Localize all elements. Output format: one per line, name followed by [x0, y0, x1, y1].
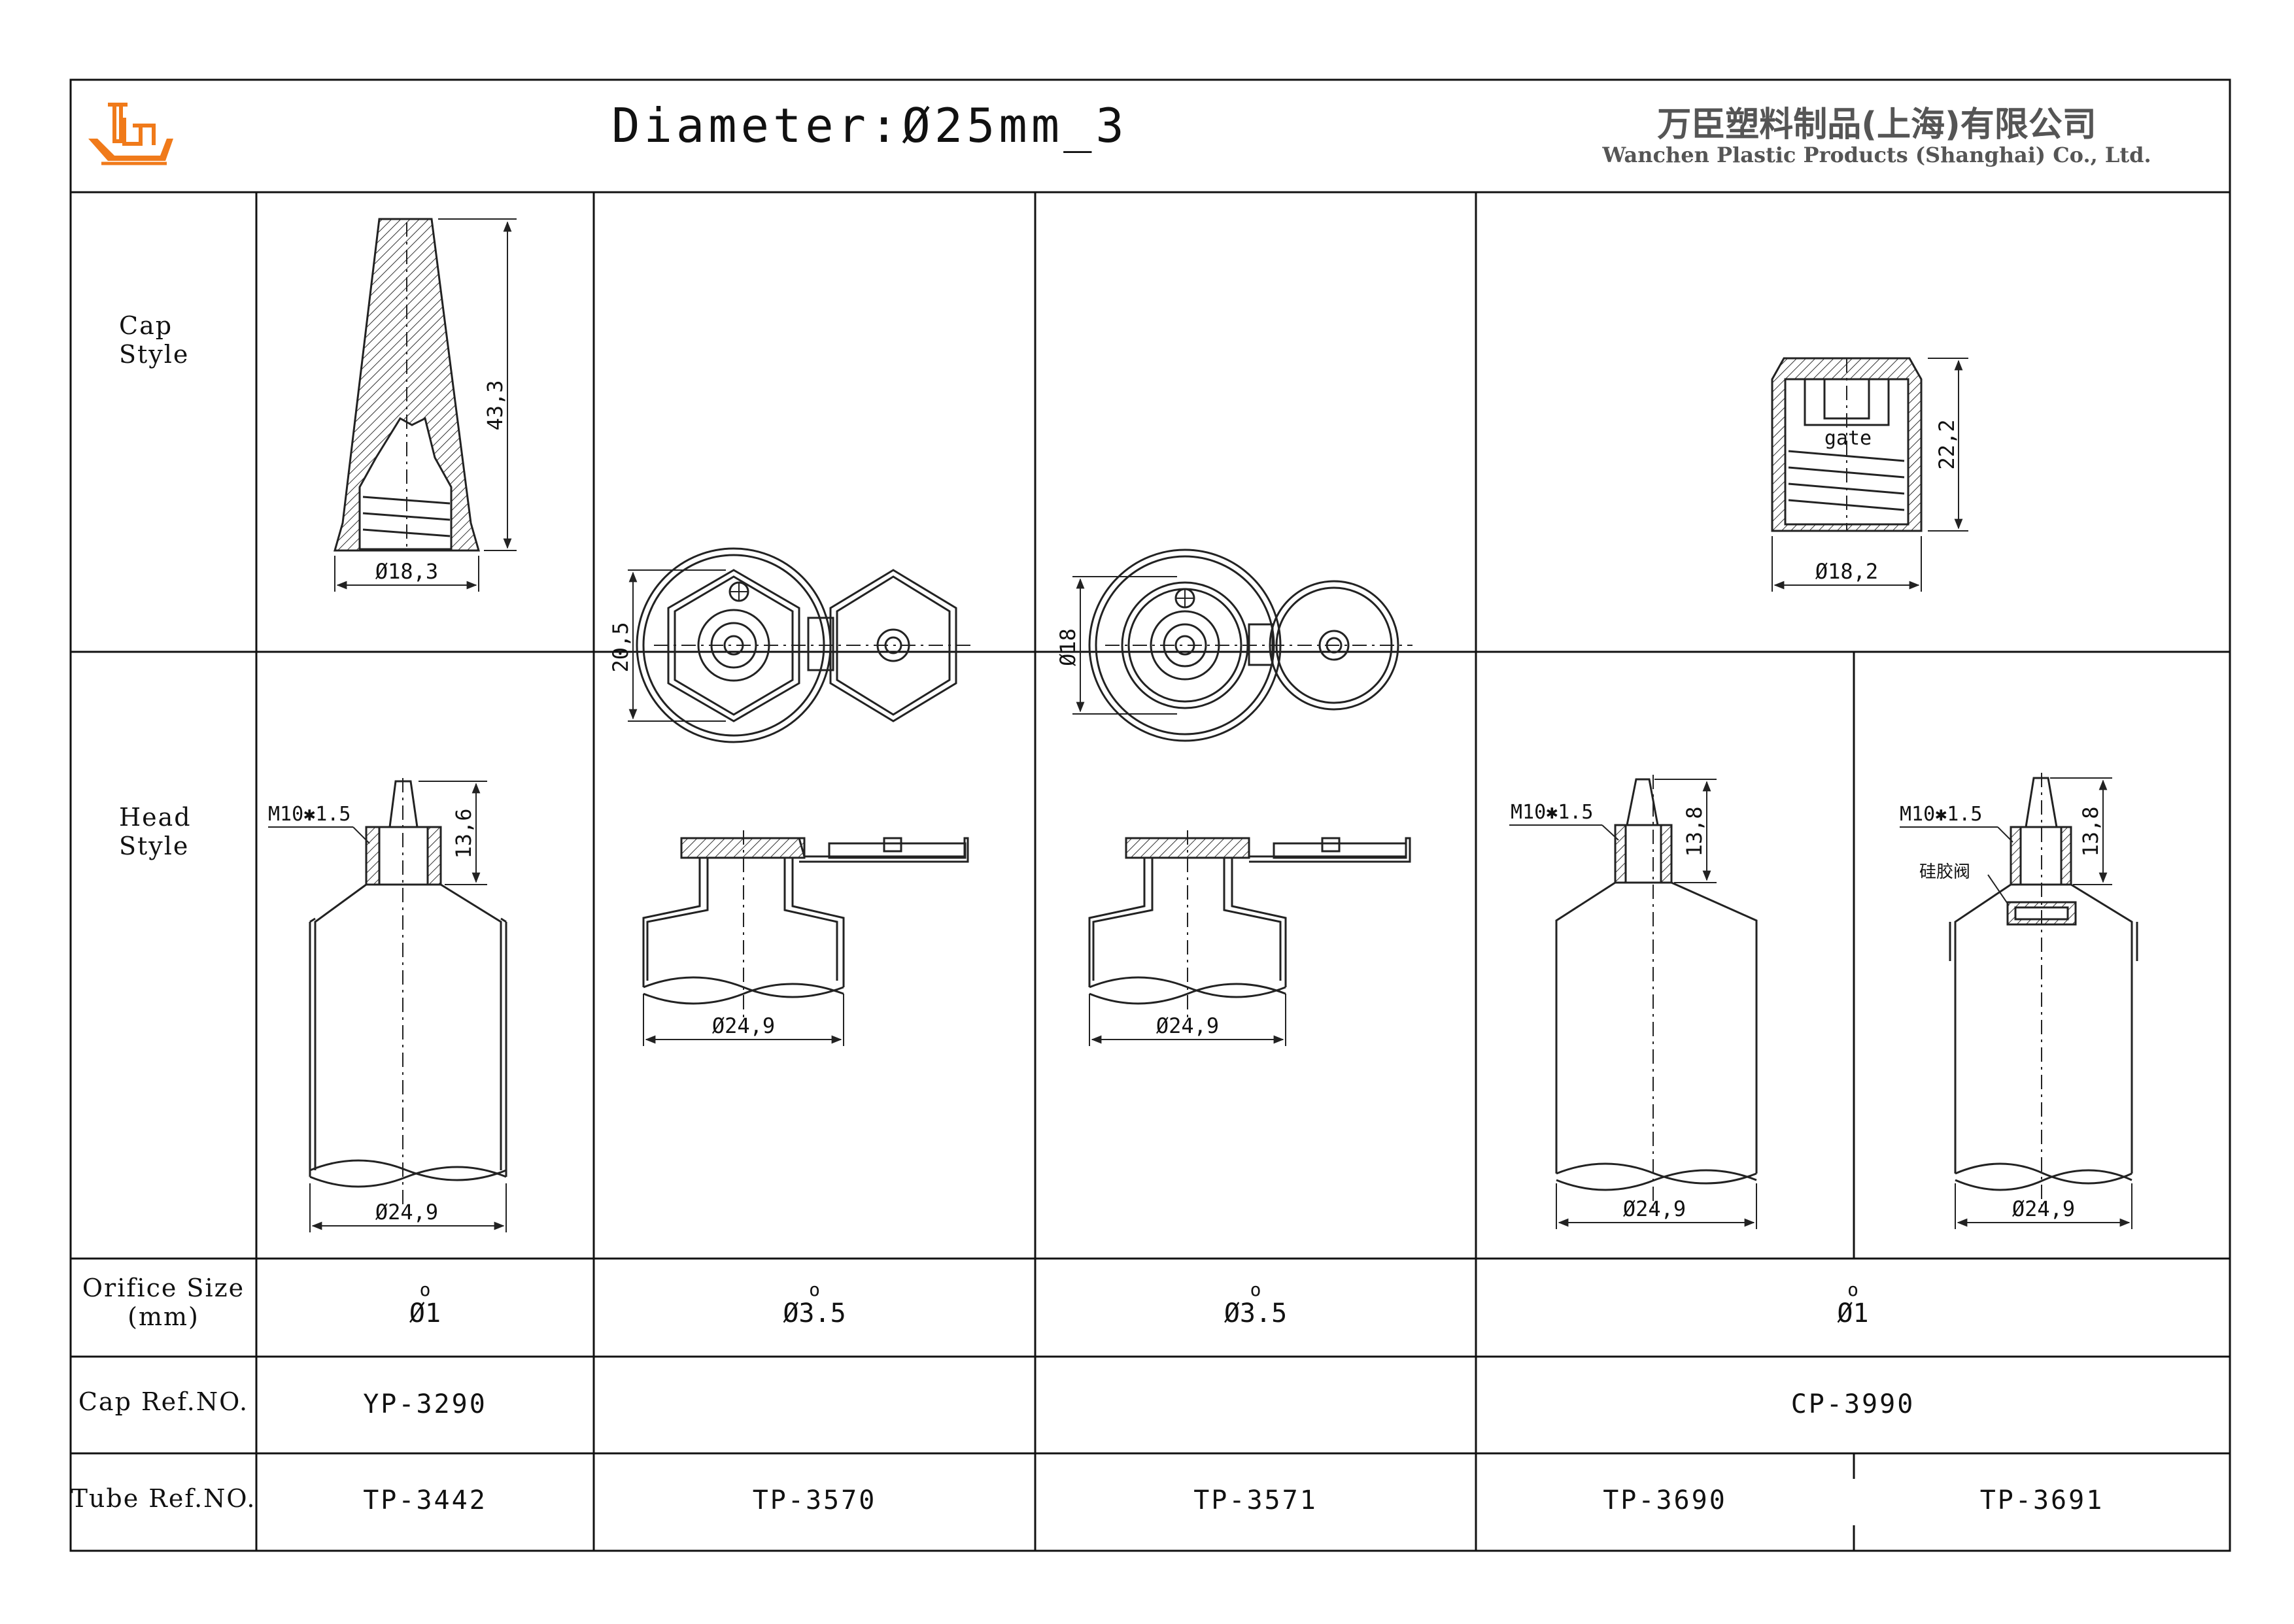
flip-cap-b-side-view — [1088, 830, 1411, 1046]
orifice-size-cell: o Ø1 — [256, 1279, 594, 1329]
orifice-size-cell: o Ø1 — [1476, 1279, 2230, 1329]
tube-ref-value: TP-3442 — [363, 1485, 487, 1515]
degree-mark: o — [809, 1279, 820, 1300]
orifice-size-cell: o Ø3.5 — [1035, 1279, 1476, 1329]
head4-thread-label: M10✱1.5 — [1511, 801, 1593, 824]
head4-height-dim: 13,8 — [1682, 806, 1707, 856]
cap1-height-dim: 43,3 — [483, 380, 507, 430]
row-label-line: Style — [119, 832, 190, 860]
orifice-size-value: Ø1 — [409, 1298, 441, 1328]
row-label-line: (mm) — [128, 1302, 199, 1331]
flip-cap-b-top-view — [1072, 549, 1412, 742]
flip1-diameter-dim: Ø24,9 — [712, 1013, 775, 1038]
cap4-diameter-dim: Ø18,2 — [1815, 559, 1878, 584]
orifice-size-value: Ø3.5 — [783, 1298, 846, 1328]
row-label-line: Style — [119, 340, 190, 369]
head5-diameter-dim: Ø24,9 — [2012, 1196, 2075, 1221]
cap4-height-dim: 22,2 — [1934, 419, 1959, 469]
wanchen-logo-icon — [88, 103, 173, 165]
degree-mark: o — [419, 1279, 431, 1300]
head-drawing-1 — [268, 778, 507, 1232]
cap-drawing-4 — [1771, 357, 1968, 592]
tube-ref-value: TP-3690 — [1603, 1485, 1727, 1515]
tube-ref-value: TP-3691 — [1979, 1485, 2104, 1515]
head1-height-dim: 13,6 — [451, 808, 476, 858]
degree-mark: o — [1250, 1279, 1261, 1300]
cap4-gate-label: gate — [1824, 427, 1872, 450]
head4-diameter-dim: Ø24,9 — [1623, 1196, 1686, 1221]
table-grid — [69, 78, 2231, 1552]
row-label-line: Cap — [119, 311, 173, 340]
flip-cap-a-top-view — [628, 547, 974, 743]
head1-thread-label: M10✱1.5 — [268, 803, 351, 826]
degree-mark: o — [1847, 1279, 1858, 1300]
orifice-size-value: Ø3.5 — [1224, 1298, 1288, 1328]
cap-drawing-1 — [334, 218, 517, 592]
flip2-height-dim: Ø18 — [1055, 628, 1080, 666]
head-drawing-4 — [1509, 775, 1758, 1229]
orifice-size-cell: o Ø3.5 — [594, 1279, 1035, 1329]
orifice-size-value: Ø1 — [1837, 1298, 1869, 1328]
row-label-cap-style: Cap Style — [119, 311, 189, 369]
row-label-line: Orifice Size — [82, 1274, 245, 1302]
company-name-cn: 万臣塑料制品(上海)有限公司 — [1657, 105, 2097, 144]
flip2-diameter-dim: Ø24,9 — [1156, 1013, 1219, 1038]
cap1-diameter-dim: Ø18,3 — [375, 559, 438, 584]
row-label-orifice: Orifice Size (mm) — [71, 1274, 256, 1331]
row-label-cap-ref: Cap Ref.NO. — [78, 1387, 249, 1416]
flip-cap-a-side-view — [642, 830, 969, 1046]
head5-valve-label: 硅胶阀 — [1919, 862, 1970, 882]
row-label-head-style: Head Style — [119, 803, 192, 860]
head-drawing-5 — [1900, 773, 2138, 1229]
cap-ref-value: YP-3290 — [363, 1389, 487, 1419]
tube-ref-value: TP-3570 — [752, 1485, 877, 1515]
row-label-tube-ref: Tube Ref.NO. — [71, 1484, 256, 1513]
page-title: Diameter:Ø25mm_3 — [611, 98, 1128, 153]
head5-thread-label: M10✱1.5 — [1900, 803, 1982, 826]
row-label-line: Head — [119, 803, 192, 832]
head1-diameter-dim: Ø24,9 — [375, 1200, 438, 1225]
tube-ref-value: TP-3571 — [1193, 1485, 1318, 1515]
company-name-en: Wanchen Plastic Products (Shanghai) Co.,… — [1602, 143, 2151, 167]
cap-ref-value: CP-3990 — [1790, 1389, 1915, 1419]
flip1-height-dim: 20,5 — [608, 622, 633, 672]
head5-height-dim: 13,8 — [2078, 806, 2103, 856]
